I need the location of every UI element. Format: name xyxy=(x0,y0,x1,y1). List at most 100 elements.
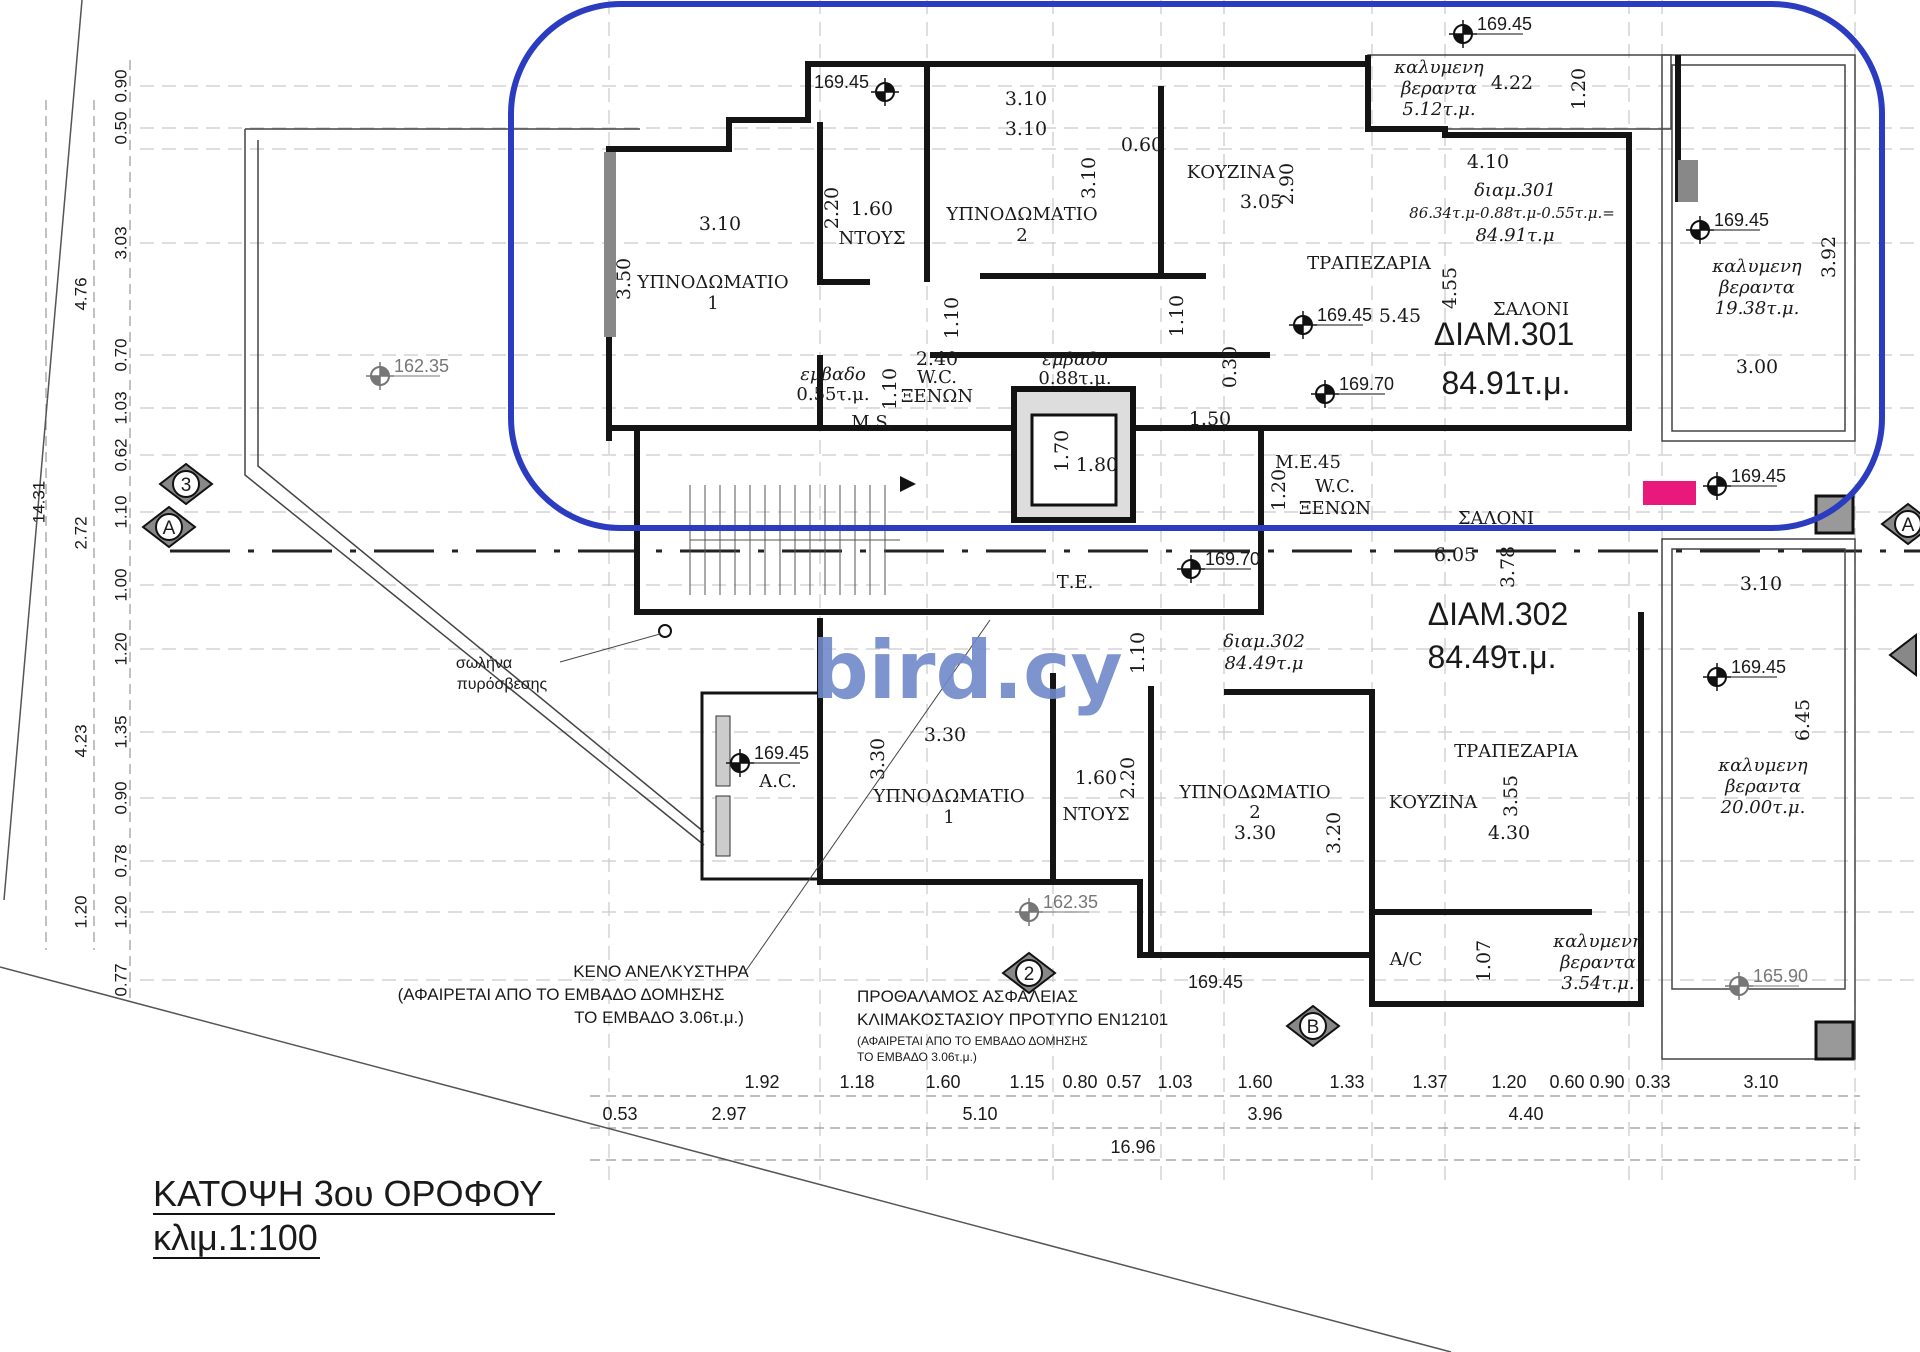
room-label: εμβαδο xyxy=(1042,349,1108,370)
elevation-value: 169.45 xyxy=(1188,972,1243,992)
apt302-walls xyxy=(817,612,1644,1007)
highlight-outline xyxy=(508,1,1885,531)
note-elevator-void: ΤΟ ΕΜΒΑΔΟ 3.06τ.μ.) xyxy=(574,1008,744,1027)
room-dimension: 3.30 xyxy=(867,738,889,780)
room-label: 1 xyxy=(707,293,718,314)
dimension-left: 3.03 xyxy=(111,226,130,259)
veranda-label: καλυμενη xyxy=(1393,57,1484,78)
room-dimension: 4.10 xyxy=(1467,151,1509,173)
veranda-label: καλυμενη xyxy=(1717,755,1808,776)
room-label: 0.88τ.μ. xyxy=(1038,368,1111,389)
veranda-label: βεραντα xyxy=(1718,277,1795,298)
dimension-total: 14.31 xyxy=(29,481,48,524)
property-boundary-left xyxy=(3,0,83,901)
room-label: ΝΤΟΥΣ xyxy=(838,228,905,249)
dimension-bottom: 0.60 xyxy=(1549,1072,1584,1092)
dimension-bottom: 3.10 xyxy=(1743,1072,1778,1092)
section-marker: B xyxy=(1285,1004,1341,1048)
note-lobby: ΠΡΟΘΑΛΑΜΟΣ ΑΣΦΑΛΕΙΑΣ xyxy=(857,987,1078,1006)
elevation-marker: 162.35 xyxy=(1015,892,1098,926)
veranda-lower-right-inner xyxy=(1671,548,1846,990)
apartment-name: ΔΙΑΜ.302 xyxy=(1428,596,1569,632)
room-label: M.E.45 xyxy=(1275,452,1341,473)
dimension-left: 1.00 xyxy=(111,568,130,601)
room-dimension: 3.92 xyxy=(1818,236,1840,278)
window-grey xyxy=(604,152,616,337)
section-marker: A xyxy=(141,505,197,549)
labels: 3.103.501.602.203.103.103.100.603.052.90… xyxy=(29,57,1840,1157)
note-lobby: ΚΛΙΜΑΚΟΣΤΑΣΙΟΥ ΠΡΟΤΥΠΟ EN12101 xyxy=(857,1010,1168,1029)
room-dimension: 6.05 xyxy=(1434,544,1476,566)
room-label: A/C xyxy=(1389,949,1423,970)
room-label: M.S. xyxy=(851,412,893,433)
elevation-marker: 169.45 xyxy=(1703,466,1786,500)
dimension-bottom: 1.15 xyxy=(1009,1072,1044,1092)
room-dimension: 3.30 xyxy=(1234,822,1276,844)
room-label: ΥΠΝΟΔΩΜΑΤΙΟ xyxy=(872,786,1024,807)
dimension-bottom-group: 4.40 xyxy=(1508,1104,1543,1124)
elevation-marker: 169.45 xyxy=(1449,14,1532,48)
dimension-bottom-group: 5.10 xyxy=(962,1104,997,1124)
veranda-label: βεραντα xyxy=(1559,952,1636,973)
room-dimension: 3.00 xyxy=(1736,356,1778,378)
room-label: ΞΕΝΩΝ xyxy=(1299,498,1371,519)
room-dimension: 1.50 xyxy=(1189,408,1231,430)
veranda-area: 20.00τ.μ. xyxy=(1720,797,1806,818)
elevation-value: 169.70 xyxy=(1205,549,1260,569)
room-label: ΥΠΝΟΔΩΜΑΤΙΟ xyxy=(1178,782,1330,803)
dimension-total: 16.96 xyxy=(1110,1137,1155,1157)
elevation-marker: 169.70 xyxy=(1177,549,1260,583)
area-calc-title: διαμ.302 xyxy=(1223,631,1305,652)
column xyxy=(1678,160,1698,202)
room-dimension: 2.20 xyxy=(1117,757,1139,799)
room-dimension: 3.10 xyxy=(699,213,741,235)
room-label: ΝΤΟΥΣ xyxy=(1062,804,1129,825)
elevation-markers: 169.45169.45169.45169.45169.70169.45169.… xyxy=(141,14,1920,1048)
room-dimension: 3.20 xyxy=(1323,812,1345,854)
room-dimension: 1.10 xyxy=(941,297,963,339)
room-dimension: 2.20 xyxy=(821,187,843,229)
section-marker-label: 3 xyxy=(181,475,192,496)
room-dimension: 4.55 xyxy=(1439,267,1461,309)
stair-arrow-icon xyxy=(900,476,916,492)
ac-unit xyxy=(715,715,731,787)
area-calc-formula: 86.34τ.μ-0.88τ.μ-0.55τ.μ.= xyxy=(1409,204,1615,222)
room-label: Τ.Ε. xyxy=(1057,572,1094,593)
plan-scale: κλιμ.1:100 xyxy=(153,1217,318,1258)
dimension-bottom: 0.33 xyxy=(1635,1072,1670,1092)
room-label: ΤΡΑΠΕΖΑΡΙΑ xyxy=(1307,253,1432,274)
dimension-left-group: 4.76 xyxy=(71,277,90,310)
veranda-label: καλυμενη xyxy=(1552,931,1643,952)
room-dimension: 3.10 xyxy=(1078,157,1100,199)
area-calc-result: 84.91τ.μ xyxy=(1476,225,1555,246)
room-dimension: 5.45 xyxy=(1379,305,1421,327)
section-marker-label: 2 xyxy=(1024,964,1035,985)
room-dimension: 1.80 xyxy=(1076,454,1118,476)
section-marker-label: A xyxy=(163,518,176,539)
room-label: A.C. xyxy=(758,771,797,792)
elevation-marker: 169.70 xyxy=(1311,374,1394,408)
elevation-value: 165.90 xyxy=(1753,966,1808,986)
room-label: ΣΑΛΟΝΙ xyxy=(1458,508,1534,529)
elevation-marker: 169.45 xyxy=(1188,972,1243,992)
dimension-left: 0.78 xyxy=(111,844,130,877)
area-calc-result: 84.49τ.μ xyxy=(1225,653,1304,674)
veranda-label: βεραντα xyxy=(1400,78,1477,99)
apt301-walls xyxy=(606,55,1681,441)
dimension-left: 1.20 xyxy=(111,895,130,928)
room-dimension: 3.10 xyxy=(1005,88,1047,110)
room-dimension: 1.60 xyxy=(1075,767,1117,789)
veranda-area: 5.12τ.μ. xyxy=(1402,99,1475,120)
room-dimension: 3.10 xyxy=(1005,118,1047,140)
dimension-bottom: 1.33 xyxy=(1329,1072,1364,1092)
note-fire-pipe: πυρόσβεσης xyxy=(457,676,548,693)
leader-line xyxy=(559,633,661,663)
dimension-left: 0.62 xyxy=(111,438,130,471)
veranda-label: βεραντα xyxy=(1724,776,1801,797)
room-dimension: 1.10 xyxy=(879,368,901,410)
room-dimension: 2.40 xyxy=(916,348,958,370)
room-dimension: 3.05 xyxy=(1240,191,1282,213)
elevation-marker: 162.35 xyxy=(366,356,449,390)
room-dimension: 0.30 xyxy=(1219,346,1241,388)
